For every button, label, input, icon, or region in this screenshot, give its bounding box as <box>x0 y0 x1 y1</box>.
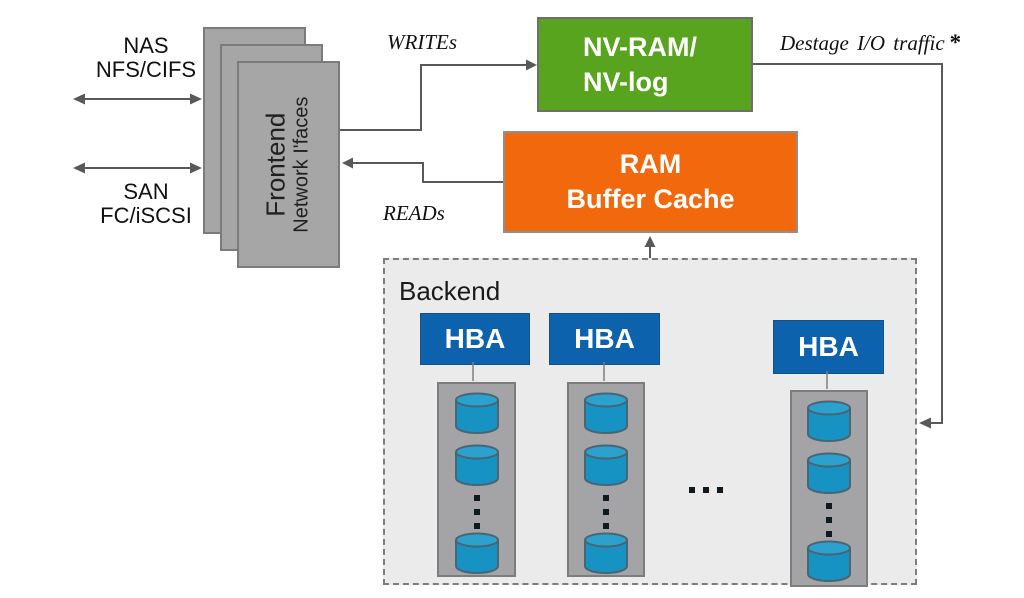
disk-shelf-1 <box>437 382 516 577</box>
writes-flow-label: WRITEs <box>387 30 457 54</box>
disk-cylinder-icon <box>584 392 628 434</box>
reads-flow-label: READs <box>383 201 445 225</box>
destage-flow-label: Destage I/O traffic* <box>780 30 961 56</box>
backend-panel: Backend HBA HBA HBA <box>383 258 917 587</box>
san-client-label: SAN FC/iSCSI <box>85 179 207 229</box>
disk-shelf-2 <box>567 382 645 577</box>
disk-cylinder-icon <box>807 400 851 442</box>
ram-line2: Buffer Cache <box>566 184 735 214</box>
ram-line1: RAM <box>619 149 682 180</box>
disk-cylinder-icon <box>807 540 851 582</box>
frontend-label: Frontend Network I'faces <box>260 96 314 233</box>
nas-client-label: NAS NFS/CIFS <box>85 33 207 83</box>
nvram-line1: NV-RAM/ <box>583 31 697 62</box>
hba-box-1: HBA <box>420 313 530 365</box>
nvram-line2: NV-log <box>583 66 669 97</box>
disk-cylinder-icon <box>584 444 628 486</box>
san-bidirectional-arrow <box>73 162 202 174</box>
destage-text: Destage I/O traffic <box>780 31 945 55</box>
frontend-box-front: Frontend Network I'faces <box>237 61 340 268</box>
nas-line1: NAS <box>123 33 169 58</box>
hba-box-2: HBA <box>549 313 660 365</box>
hba-box-3: HBA <box>773 320 884 374</box>
san-line2: FC/iSCSI <box>100 203 192 229</box>
nas-bidirectional-arrow <box>73 93 202 105</box>
writes-arrow <box>340 59 537 131</box>
vertical-ellipsis-icon <box>826 503 832 537</box>
nvram-box: NV-RAM/ NV-log <box>537 17 753 112</box>
backend-to-ram-arrow <box>644 236 656 258</box>
reads-arrow <box>342 157 503 183</box>
horizontal-ellipsis-icon <box>689 487 723 493</box>
frontend-line2: Network I'faces <box>291 96 314 233</box>
disk-cylinder-icon <box>584 532 628 574</box>
vertical-ellipsis-icon <box>603 495 609 529</box>
destage-asterisk: * <box>949 30 962 55</box>
disk-shelf-3 <box>790 390 868 587</box>
disk-cylinder-icon <box>454 532 499 574</box>
backend-title: Backend <box>399 276 501 306</box>
vertical-ellipsis-icon <box>473 495 480 529</box>
nas-line2: NFS/CIFS <box>95 57 197 83</box>
disk-cylinder-icon <box>807 452 851 494</box>
disk-cylinder-icon <box>454 392 499 434</box>
ram-buffer-cache-box: RAM Buffer Cache <box>503 131 798 233</box>
frontend-line1: Frontend <box>260 112 291 217</box>
disk-cylinder-icon <box>454 444 499 486</box>
san-line1: SAN <box>123 179 169 204</box>
